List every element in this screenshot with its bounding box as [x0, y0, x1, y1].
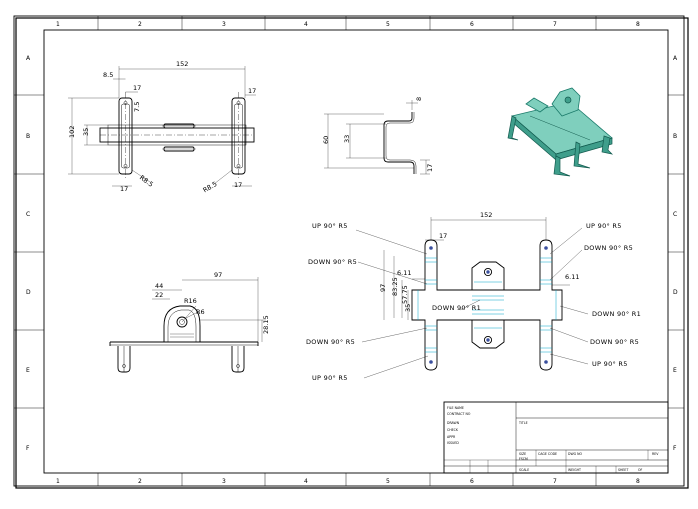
tb-weight: WEIGHT — [568, 468, 581, 472]
dim-side-8: 8 — [415, 97, 423, 101]
zone-row-f-right: F — [673, 445, 677, 452]
tb-sheet: SHEET — [618, 468, 628, 472]
dim-top-7-5: 7.5 — [133, 102, 141, 112]
tb-appr: APPR — [447, 435, 456, 439]
tb-of: OF — [638, 468, 643, 472]
tb-scale: SCALE — [519, 468, 529, 472]
zone-row-e-left: E — [26, 367, 30, 374]
note-up-90-r5-top-right: UP 90° R5 — [586, 222, 622, 230]
flat-pattern: 152 17 6.11 6.11 97 83.25 57.75 35 UP 90… — [306, 211, 641, 382]
dim-top-8-5: 8.5 — [103, 71, 113, 79]
zone-row-c-left: C — [26, 211, 30, 218]
tb-drawn: DRAWN — [447, 421, 460, 425]
tb-fscm: FSCM — [519, 457, 528, 461]
zone-col-2-top: 2 — [138, 21, 142, 28]
tb-title: TITLE — [518, 421, 528, 425]
dim-front-22: 22 — [155, 291, 163, 299]
zone-col-1-top: 1 — [56, 21, 60, 28]
zone-row-e-right: E — [673, 367, 677, 374]
dim-front-28-15: 28.15 — [262, 315, 270, 334]
note-down-90-r1-center: DOWN 90° R1 — [432, 304, 481, 312]
dim-top-17: 17 — [133, 84, 141, 92]
dim-flat-152: 152 — [480, 211, 492, 219]
zone-row-f-left: F — [26, 445, 30, 452]
side-view: 8 60 33 17 — [322, 97, 434, 175]
dim-flat-97: 97 — [379, 284, 387, 292]
tb-file-name: FILE NAME — [447, 406, 464, 410]
dim-flat-83-25: 83.25 — [391, 277, 399, 296]
tb-issued: ISSUED — [447, 441, 459, 445]
dim-flat-6-11-left: 6.11 — [397, 269, 411, 277]
note-up-90-r5-top-left: UP 90° R5 — [312, 222, 348, 230]
dim-flat-6-11-right: 6.11 — [565, 273, 579, 281]
note-up-90-r5-bottom-right: UP 90° R5 — [592, 360, 628, 368]
zone-row-a-right: A — [673, 55, 678, 62]
zone-row-labels: A B C D E F A B C D E F — [26, 55, 678, 452]
zone-col-1-bottom: 1 — [56, 478, 60, 485]
dim-top-35: 35 — [82, 128, 90, 136]
tb-contract-no: CONTRACT NO — [447, 412, 471, 416]
tb-check: CHECK — [447, 428, 459, 432]
dim-top-r8-5-right: R8.5 — [202, 180, 219, 194]
zone-col-6-top: 6 — [470, 21, 474, 28]
zone-col-3-top: 3 — [222, 21, 226, 28]
zone-col-7-top: 7 — [553, 21, 557, 28]
dim-front-97: 97 — [214, 271, 222, 279]
tb-cage-code: CAGE CODE — [538, 452, 557, 456]
zone-col-2-bottom: 2 — [138, 478, 142, 485]
dim-front-44: 44 — [155, 282, 163, 290]
zone-col-8-bottom: 8 — [636, 478, 640, 485]
note-down-90-r5-bottom-right: DOWN 90° R5 — [590, 338, 639, 346]
zone-col-4-top: 4 — [304, 21, 308, 28]
drawing-frame — [43, 29, 669, 474]
zone-row-b-left: B — [26, 133, 30, 140]
dim-flat-17: 17 — [439, 232, 447, 240]
zone-row-b-right: B — [673, 133, 677, 140]
note-down-90-r1-right: DOWN 90° R1 — [592, 310, 641, 318]
front-view: 97 44 22 R16 R6 28.15 — [109, 271, 270, 373]
title-block: FILE NAME CONTRACT NO DRAWN CHECK APPR I… — [443, 401, 669, 474]
zone-col-4-bottom: 4 — [304, 478, 308, 485]
top-view: 152 8.5 17 7.5 17 102 35 17 17 R8.5 R8.5 — [68, 60, 256, 194]
dim-front-r6: R6 — [196, 308, 205, 316]
tb-size: SIZE — [519, 452, 526, 456]
dim-top-152: 152 — [176, 60, 188, 68]
sheet-shadow-border — [15, 17, 689, 489]
dim-flat-57-75: 57.75 — [401, 285, 409, 304]
dim-top-right-17: 17 — [248, 87, 256, 95]
dim-front-r16: R16 — [184, 297, 197, 305]
dim-top-102: 102 — [68, 126, 76, 138]
dim-flat-35: 35 — [404, 304, 412, 312]
zone-row-d-right: D — [673, 289, 678, 296]
tb-rev: REV — [652, 452, 659, 456]
dim-top-r8-5-left: R8.5 — [138, 174, 155, 189]
note-down-90-r5-bottom-left: DOWN 90° R5 — [306, 338, 355, 346]
zone-col-5-top: 5 — [386, 21, 390, 28]
tb-dwg-no: DWG NO — [568, 452, 582, 456]
isometric-model — [507, 87, 614, 177]
zone-col-7-bottom: 7 — [553, 478, 557, 485]
zone-row-c-right: C — [673, 211, 677, 218]
zone-column-labels: 1 2 3 4 5 6 7 8 1 2 3 4 5 6 7 8 — [56, 21, 640, 485]
zone-col-3-bottom: 3 — [222, 478, 226, 485]
zone-row-d-left: D — [26, 289, 31, 296]
dim-side-33: 33 — [343, 135, 351, 143]
zone-row-a-left: A — [26, 55, 31, 62]
dim-side-60: 60 — [322, 136, 330, 144]
sheet-outer-border — [13, 15, 685, 487]
zone-col-8-top: 8 — [636, 21, 640, 28]
note-down-90-r5-top-left: DOWN 90° R5 — [308, 258, 357, 266]
zone-grid — [14, 16, 684, 486]
dim-top-bottom-17-left: 17 — [120, 185, 128, 193]
zone-col-6-bottom: 6 — [470, 478, 474, 485]
dim-side-17: 17 — [426, 164, 434, 172]
note-up-90-r5-bottom-left: UP 90° R5 — [312, 374, 348, 382]
note-down-90-r5-top-right: DOWN 90° R5 — [584, 244, 633, 252]
zone-col-5-bottom: 5 — [386, 478, 390, 485]
dim-top-bottom-17-right: 17 — [234, 181, 242, 189]
